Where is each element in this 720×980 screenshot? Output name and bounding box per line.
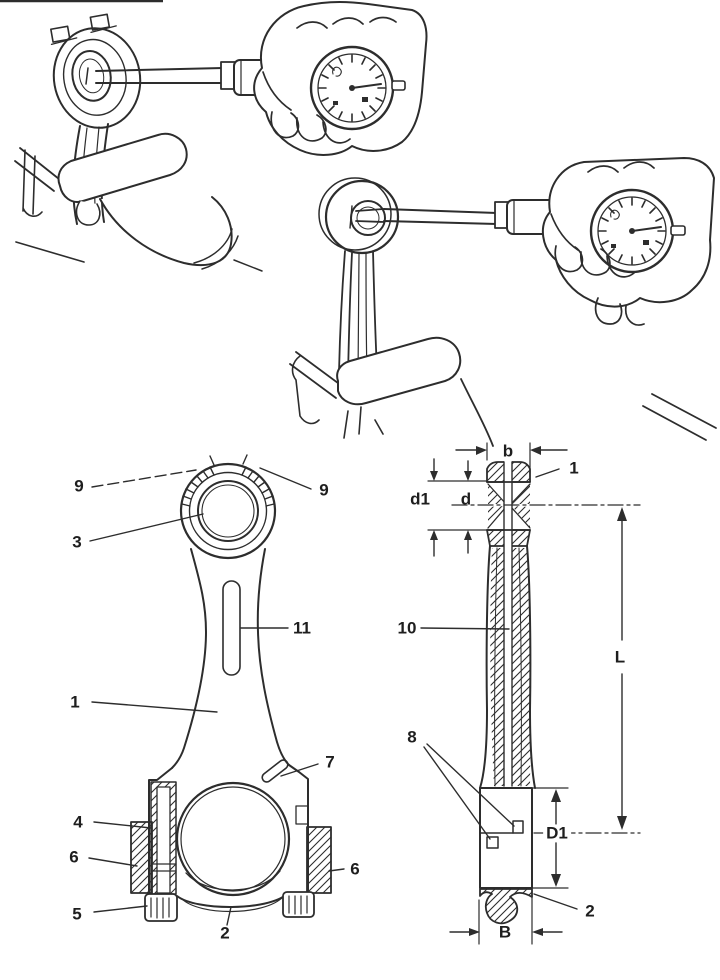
- callout-4: 4: [73, 812, 83, 832]
- dim-label-d: d: [460, 489, 472, 509]
- side-view-diagram: [420, 442, 641, 945]
- callout-2-front: 2: [220, 923, 230, 943]
- callout-1-side: 1: [569, 458, 579, 478]
- callout-1: 1: [70, 692, 80, 712]
- dim-label-d1: d1: [410, 489, 430, 509]
- connecting-rod-small-end: [318, 177, 400, 379]
- rim-hatch-ticks: [181, 466, 275, 507]
- bearing-cap-arc: [176, 893, 288, 908]
- big-end: [130, 759, 332, 922]
- callout-6-right: 6: [350, 859, 360, 879]
- centerlines: [451, 504, 641, 834]
- illustration-small-end-measurement: [289, 157, 717, 447]
- illustration-big-end-measurement: [14, 1, 428, 272]
- front-view-diagram: [88, 454, 345, 926]
- dim-label-b: b: [502, 441, 514, 461]
- callout-2-side: 2: [585, 901, 595, 921]
- shank-section: [479, 461, 536, 789]
- callout-9-right: 9: [319, 480, 329, 500]
- vise: [336, 336, 494, 447]
- oil-slot: [261, 759, 289, 783]
- bolt-shaft: [156, 786, 171, 894]
- dim-label-D1: D1: [543, 824, 571, 842]
- dim-label-L: L: [611, 648, 629, 666]
- washer-block-left: [130, 821, 153, 894]
- callout-7: 7: [325, 752, 335, 772]
- vise: [57, 132, 263, 272]
- dial-indicator-gauge: [309, 45, 406, 131]
- dim-label-B: B: [498, 922, 512, 942]
- callout-10: 10: [397, 618, 417, 638]
- callout-9-left: 9: [74, 476, 84, 496]
- vise-bench-rail: [289, 351, 717, 441]
- vise-bench-rail: [14, 147, 85, 263]
- dial-needle: [351, 83, 382, 89]
- bearing-lug-lower: [486, 836, 499, 849]
- shank-slot: [222, 580, 241, 676]
- front-view-leader-lines: [88, 467, 345, 926]
- shank: [171, 548, 290, 769]
- fingers: [262, 16, 397, 144]
- bearing-lug-upper: [512, 820, 524, 834]
- dimension-lines: [427, 442, 627, 945]
- big-end-bore: [175, 781, 291, 897]
- bolt-head-left: [144, 893, 178, 922]
- small-end: [179, 454, 277, 560]
- dial-ticks: [598, 197, 666, 265]
- small-end-section: [486, 461, 531, 551]
- dial-needle: [631, 226, 662, 232]
- callout-5: 5: [72, 904, 82, 924]
- callout-11: 11: [293, 618, 311, 638]
- callout-3: 3: [72, 532, 82, 552]
- dial-indicator-gauge: [589, 188, 686, 274]
- washer-block-right: [306, 826, 332, 894]
- fingers: [550, 161, 655, 326]
- big-end-section: [479, 787, 569, 925]
- side-view-leader-lines: [420, 468, 578, 910]
- cap-section: [479, 888, 533, 925]
- dial-ticks: [318, 54, 386, 122]
- web-lines: [503, 461, 513, 787]
- bolt-head-right: [282, 891, 315, 918]
- bearing-shell-arc: [185, 870, 281, 891]
- callout-8: 8: [407, 727, 417, 747]
- callout-6-left: 6: [69, 847, 79, 867]
